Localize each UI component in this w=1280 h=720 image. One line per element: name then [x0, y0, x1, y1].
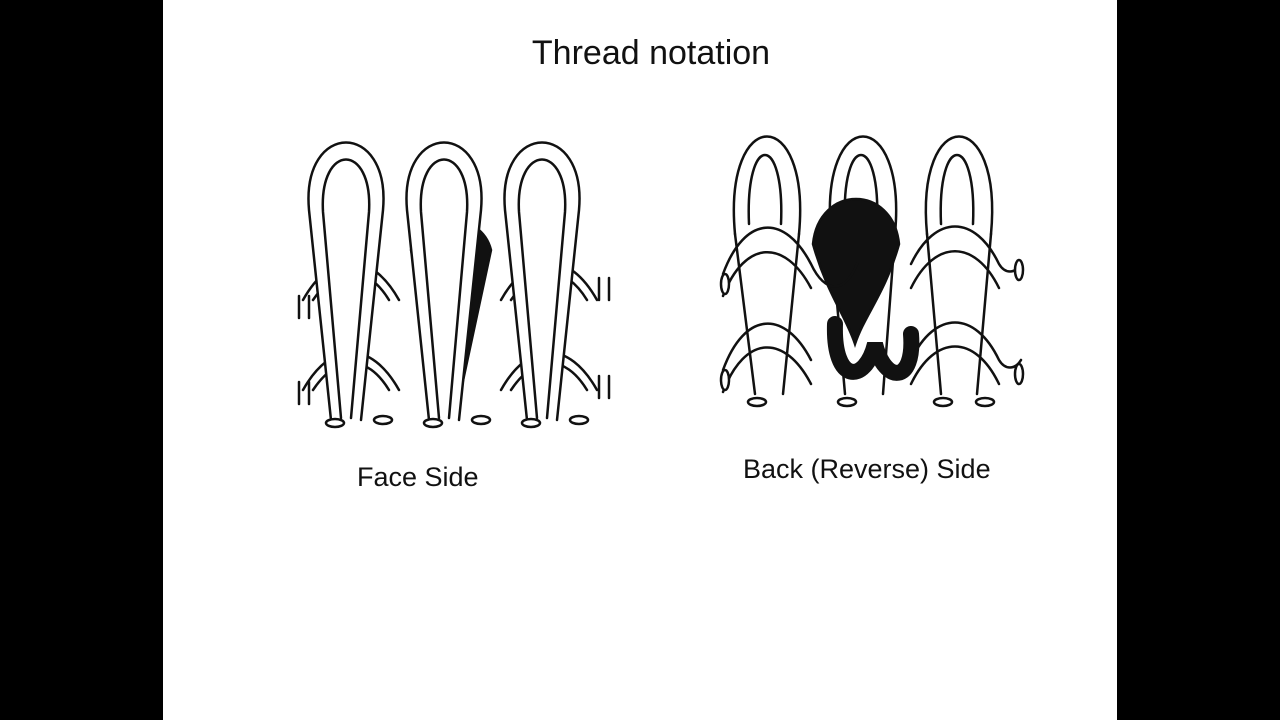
face-side-knit-diagram [297, 141, 611, 429]
back-purl-row-2 [721, 321, 1023, 394]
back-highlighted-lower [826, 316, 920, 381]
slide: Thread notation [163, 0, 1117, 720]
face-stitch-loops [307, 141, 581, 422]
back-side-caption: Back (Reverse) Side [743, 454, 991, 484]
back-highlighted-loop [811, 197, 901, 348]
back-yarn-ends [719, 258, 1025, 408]
back-purl-row-1 [721, 225, 1023, 298]
face-side-caption: Face Side [357, 462, 479, 492]
back-side-knit-diagram [719, 135, 1025, 408]
face-yarn-ends [324, 414, 590, 429]
slide-title: Thread notation [531, 34, 771, 72]
